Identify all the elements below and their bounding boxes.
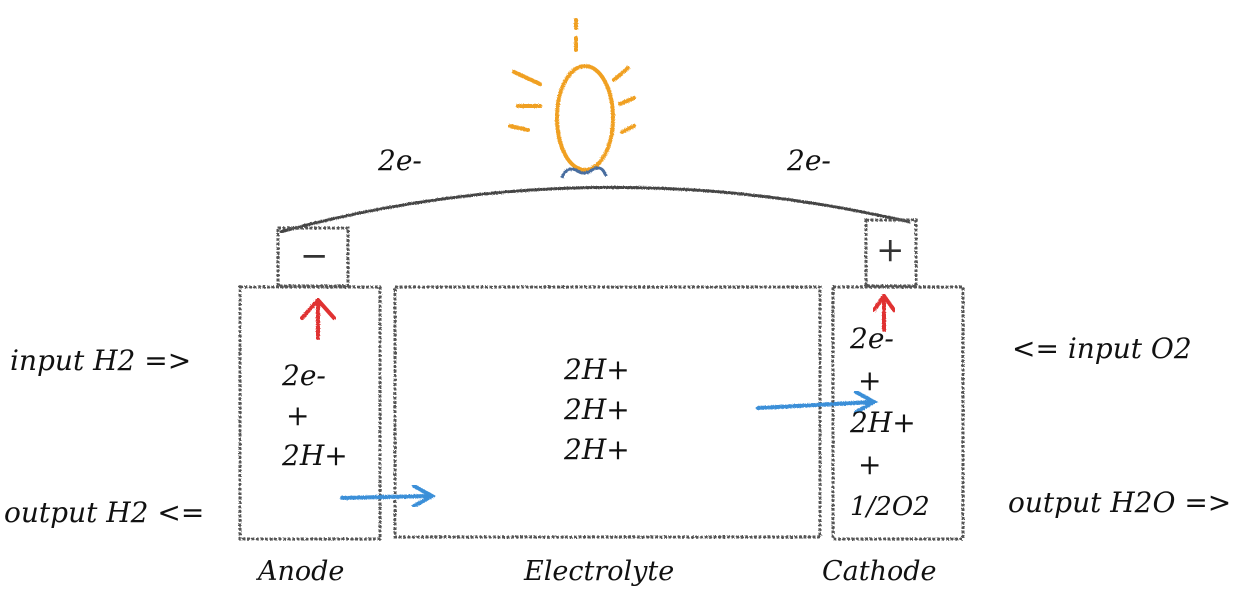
anode-reaction-line: 2H+ (282, 439, 348, 472)
cathode-reaction: 2e- + 2H+ + 1/2O2 (850, 318, 930, 528)
electrolyte-label: Electrolyte (524, 556, 675, 587)
input-h2-label: input H2 => (10, 344, 192, 377)
anode-label: Anode (258, 556, 345, 587)
anode-minus-symbol: − (300, 236, 329, 276)
cathode-reaction-line: + (858, 364, 882, 397)
electrolyte-proton: 2H+ (564, 393, 630, 426)
cathode-reaction-line: 2e- (850, 322, 894, 355)
anode-reaction-line: 2e- (282, 359, 326, 392)
light-bulb-icon (508, 18, 636, 179)
electron-label-left: 2e- (378, 144, 422, 177)
anode-box (238, 285, 382, 541)
electrolyte-proton: 2H+ (564, 433, 630, 466)
electrolyte-protons: 2H+ 2H+ 2H+ (564, 350, 630, 470)
cathode-box (831, 285, 965, 541)
cathode-terminal (864, 218, 918, 288)
electron-label-right: 2e- (787, 144, 831, 177)
anode-reaction: 2e- + 2H+ (282, 356, 348, 476)
cathode-plus-symbol: + (876, 230, 905, 270)
electrolyte-proton: 2H+ (564, 353, 630, 386)
output-h2-label: output H2 <= (4, 496, 205, 529)
cathode-reaction-line: 2H+ (850, 406, 916, 439)
output-h2o-label: output H2O => (1008, 486, 1232, 519)
proton-arrow-anode-to-electrolyte (340, 484, 437, 508)
cathode-label: Cathode (822, 556, 937, 587)
cathode-red-arrow (872, 292, 896, 332)
external-circuit-wire (279, 185, 911, 234)
anode-red-arrow (300, 296, 336, 340)
anode-reaction-line: + (286, 399, 310, 432)
input-o2-label: <= input O2 (1012, 332, 1192, 365)
cathode-reaction-line: + (858, 448, 882, 481)
cathode-reaction-line: 1/2O2 (850, 492, 930, 522)
proton-arrow-electrolyte-to-cathode (756, 390, 879, 414)
electrolyte-box (393, 285, 822, 539)
